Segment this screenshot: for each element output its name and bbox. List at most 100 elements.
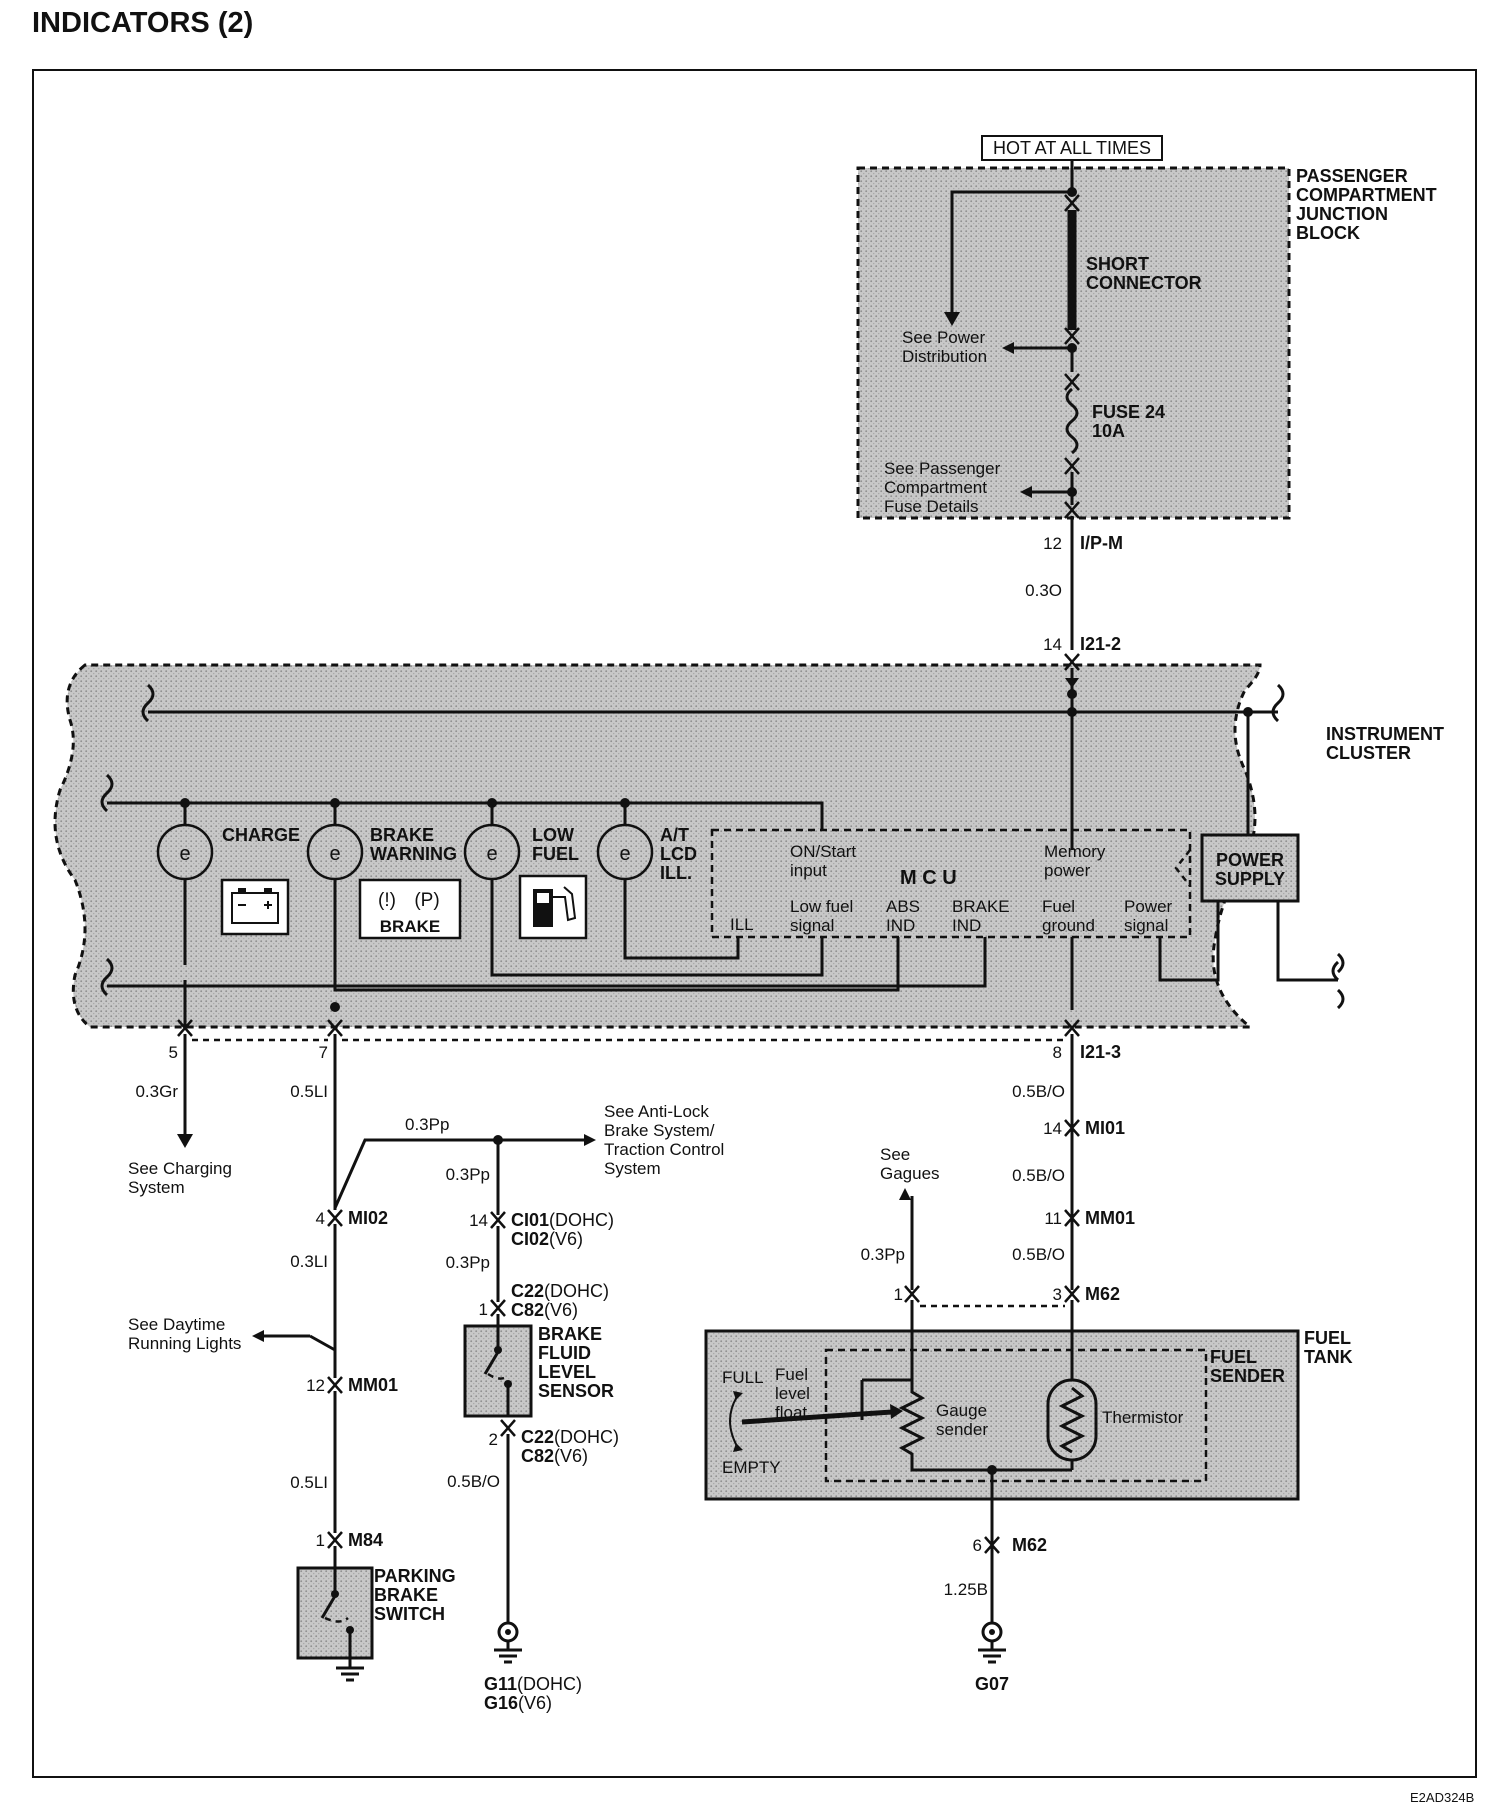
svg-text:IND: IND [952,916,981,935]
connector-c22-bot: 2 C22(DOHC) C82(V6) [489,1427,620,1466]
svg-text:WARNING: WARNING [370,844,457,864]
svg-text:e: e [179,843,190,865]
svg-text:11: 11 [1044,1209,1062,1228]
connector-i21-3: 8 I21-3 [1053,1042,1122,1062]
wire-0-5li: 0.5LI [290,1082,328,1101]
see-passenger-fuse-details: See Passenger Compartment Fuse Details [884,459,1001,516]
doc-code: E2AD324B [1410,1790,1474,1805]
svg-text:Power: Power [1124,897,1173,916]
svg-text:M62: M62 [1085,1284,1120,1304]
svg-text:signal: signal [790,916,834,935]
svg-text:HOT AT ALL TIMES: HOT AT ALL TIMES [993,138,1151,158]
svg-text:INSTRUMENT: INSTRUMENT [1326,724,1444,744]
svg-text:Compartment: Compartment [884,478,987,497]
svg-text:signal: signal [1124,916,1168,935]
svg-text:LCD: LCD [660,844,697,864]
svg-text:10A: 10A [1092,421,1125,441]
empty-label: EMPTY [722,1458,781,1477]
at-lcd-ill-label: A/T LCD ILL. [660,825,697,883]
pin-5: 5 [169,1043,178,1062]
svg-text:1: 1 [894,1285,903,1304]
svg-text:C82(V6): C82(V6) [521,1446,588,1466]
svg-text:See Charging: See Charging [128,1159,232,1178]
svg-text:CI02(V6): CI02(V6) [511,1229,583,1249]
svg-text:12: 12 [306,1376,325,1395]
mcu-power-signal: Power signal [1124,897,1173,935]
at-lcd-ill-lamp: e [596,803,654,881]
connector-i21-2: 14 I21-2 [1043,634,1121,654]
mcu-box [710,828,1192,939]
charge-label: CHARGE [222,825,300,845]
junction-block-label: PASSENGER COMPARTMENT JUNCTION BLOCK [1296,166,1437,243]
svg-text:SUPPLY: SUPPLY [1215,869,1285,889]
mcu-fuel-ground: Fuel ground [1042,897,1095,935]
svg-text:BLOCK: BLOCK [1296,223,1360,243]
instrument-cluster-label: INSTRUMENT CLUSTER [1326,724,1444,763]
low-fuel-label: LOW FUEL [532,825,579,864]
svg-text:FLUID: FLUID [538,1343,591,1363]
svg-text:1: 1 [316,1531,325,1550]
svg-text:IND: IND [886,916,915,935]
see-charging-system: See Charging System [128,1159,232,1197]
svg-text:ABS: ABS [886,897,920,916]
page-title: INDICATORS (2) [32,7,253,39]
hot-at-all-times-box: HOT AT ALL TIMES [981,135,1163,161]
svg-text:G16(V6): G16(V6) [484,1693,552,1713]
svg-text:Fuel: Fuel [775,1365,808,1384]
fuse-24 [1065,387,1079,455]
svg-text:CI01(DOHC): CI01(DOHC) [511,1210,614,1230]
svg-text:PARKING: PARKING [374,1566,456,1586]
svg-text:LEVEL: LEVEL [538,1362,596,1382]
svg-text:LOW: LOW [532,825,574,845]
svg-text:sender: sender [936,1420,988,1439]
mcu-abs-ind: ABS IND [886,897,920,935]
svg-text:C82(V6): C82(V6) [511,1300,578,1320]
svg-text:System: System [128,1178,185,1197]
short-connector-label: SHORT CONNECTOR [1086,254,1202,293]
parking-brake-switch-label: PARKING BRAKE SWITCH [374,1566,456,1624]
wire-0-3pp-mid: 0.3Pp [446,1165,490,1184]
svg-text:FUEL: FUEL [1210,1347,1257,1367]
svg-text:14: 14 [1043,635,1062,654]
low-fuel-lamp: e [463,803,521,881]
gauge-sender-resistor [862,1378,1072,1472]
mcu-brake-ind: BRAKE IND [952,897,1010,935]
mcu-ill: ILL [730,915,754,934]
mcu-title: M C U [900,867,957,889]
pin-7: 7 [319,1043,328,1062]
ground-g11-g16-label: G11(DOHC) G16(V6) [484,1674,582,1713]
see-daytime-running-lights: See Daytime Running Lights [128,1315,241,1353]
power-supply-box: POWER SUPPLY [1200,833,1300,903]
svg-text:2: 2 [489,1430,498,1449]
mcu-on-start-input: ON/Start input [790,842,856,880]
gauge-sender-label: Gauge sender [936,1401,988,1439]
svg-text:C22(DOHC): C22(DOHC) [521,1427,619,1447]
svg-text:Running Lights: Running Lights [128,1334,241,1353]
svg-text:ILL.: ILL. [660,863,692,883]
wire-1-25b: 1.25B [944,1580,988,1599]
svg-text:(P): (P) [414,890,439,911]
fuel-sender [824,1348,1208,1483]
svg-text:A/T: A/T [660,825,689,845]
wire-0-3pp-top: 0.3Pp [405,1115,449,1134]
fuel-level-float-label: Fuel level float [775,1365,810,1422]
svg-text:(!): (!) [378,890,396,911]
mcu-low-fuel-signal: Low fuel signal [790,897,853,935]
svg-text:14: 14 [469,1211,488,1230]
svg-text:FUEL: FUEL [1304,1328,1351,1348]
svg-text:PASSENGER: PASSENGER [1296,166,1408,186]
float-arc [729,1394,739,1449]
svg-text:SENDER: SENDER [1210,1366,1285,1386]
svg-text:Gagues: Gagues [880,1164,940,1183]
wire-0-5bo-a: 0.5B/O [1012,1082,1065,1101]
svg-text:I21-2: I21-2 [1080,634,1121,654]
see-power-distribution: See Power Distribution [902,328,987,366]
wire-0-3li: 0.3LI [290,1252,328,1271]
see-anti-lock-brake-system: See Anti-Lock Brake System/ Traction Con… [604,1102,724,1178]
svg-text:MI02: MI02 [348,1208,388,1228]
svg-text:See Daytime: See Daytime [128,1315,225,1334]
svg-text:BRAKE: BRAKE [538,1324,602,1344]
svg-text:I21-3: I21-3 [1080,1042,1121,1062]
svg-text:MI01: MI01 [1085,1118,1125,1138]
